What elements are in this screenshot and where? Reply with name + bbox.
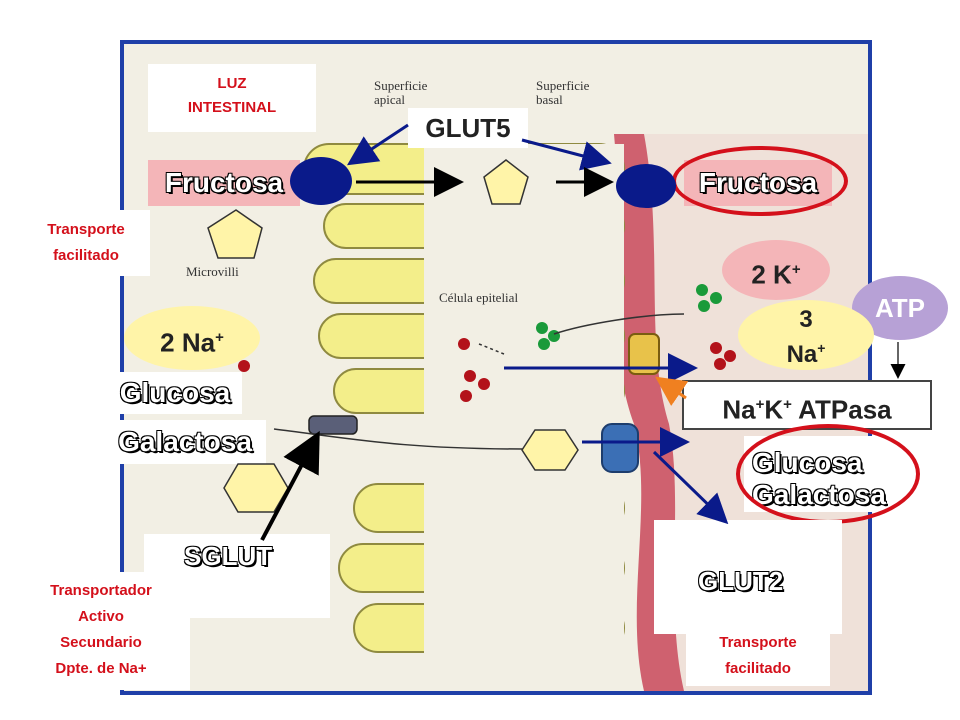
glut2-box: GLUT2 (654, 520, 842, 634)
na2-sup: + (215, 329, 224, 346)
glut5-label: GLUT5 (408, 108, 528, 148)
fructosa-left-label: Fructosa (148, 160, 300, 206)
figure-microvilli-text: Microvilli (186, 264, 239, 279)
glut5-basal-transporter (616, 164, 676, 208)
glut5-apical-transporter (290, 157, 352, 205)
atpasa-sup-2: + (783, 396, 792, 413)
fructose-pentagon-cell (483, 159, 529, 205)
glucose-hexagon-cell (521, 429, 579, 471)
glucosa-left-label: Glucosa (108, 372, 242, 414)
na-k-atpasa-label: Na+K+ ATPasa (682, 380, 932, 430)
luz-intestinal-label: LUZ INTESTINAL (148, 64, 316, 132)
transporte-facilitado-right-label: Transporte facilitado (686, 626, 830, 686)
svg-text:apical: apical (374, 92, 405, 107)
atpasa-k: K (764, 394, 784, 425)
luz-intestinal-line-1: LUZ (217, 75, 247, 92)
transportador-line-1: Transportador (50, 582, 152, 599)
atpasa-arrow (655, 376, 689, 406)
na3-line-2: Na (786, 341, 818, 368)
glut5-arrow-apical (346, 123, 409, 166)
k-ion-badge: 2 K+ (722, 240, 830, 300)
luz-intestinal-line-2: INTESTINAL (187, 99, 277, 116)
k-ion-text: 2 K (751, 259, 792, 290)
na3-badge: 3 Na+ (738, 300, 874, 370)
na3-sup: + (817, 340, 826, 356)
transporte-facilitado-left-line-2: facilitado (53, 247, 119, 264)
figure-superficie-apical-text: Superficie (374, 78, 428, 93)
glut2-label: GLUT2 (698, 566, 784, 596)
na2-text: 2 Na (160, 327, 216, 358)
transporte-facilitado-right-line-1: Transporte (719, 634, 797, 651)
fructose-pentagon-lumen (207, 209, 263, 259)
na3-line-1: 3 (799, 306, 813, 333)
galactosa-left-label: Galactosa (104, 420, 266, 464)
glut2-arrow (652, 450, 729, 525)
figure-celula-text: Célula epitelial (439, 290, 518, 305)
transporte-facilitado-right-line-2: facilitado (725, 660, 791, 677)
svg-text:basal: basal (536, 92, 563, 107)
atpasa-na: Na (722, 394, 756, 425)
transportador-line-2: Activo (78, 608, 124, 625)
na2-badge: 2 Na+ (124, 306, 260, 370)
k-ion-sup: + (791, 261, 801, 278)
glut5-arrow-basal (521, 138, 612, 171)
sglut-label: SGLUT (184, 541, 273, 571)
sglut-arrow (260, 430, 320, 541)
atpasa-sup-1: + (755, 396, 765, 413)
transportador-label: Transportador Activo Secundario Dpte. de… (12, 572, 190, 690)
atpasa-word: ATPasa (791, 394, 892, 425)
transportador-line-4: Dpte. de Na+ (55, 660, 147, 677)
figure-superficie-basal-text: Superficie (536, 78, 590, 93)
transporte-facilitado-left-line-1: Transporte (47, 221, 125, 238)
transporte-facilitado-left-label: Transporte facilitado (22, 210, 150, 276)
transportador-line-3: Secundario (60, 634, 142, 651)
